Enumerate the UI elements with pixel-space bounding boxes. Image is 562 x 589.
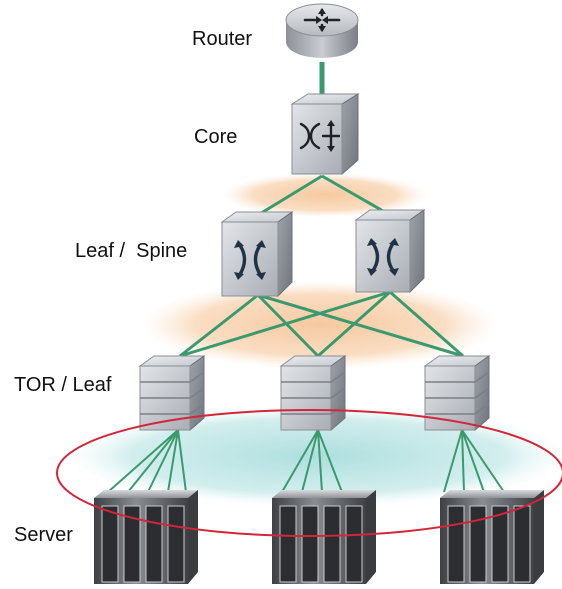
server-zone (70, 406, 562, 506)
spine-switch-icon (220, 211, 294, 298)
tor-switch-icon (423, 355, 491, 432)
server-label: Server (14, 524, 73, 546)
spine-leaf-zone (142, 281, 498, 369)
core-label: Core (194, 126, 238, 148)
router-icon (285, 3, 359, 58)
tor-server-links (107, 429, 505, 493)
core-spine-links (257, 174, 391, 217)
spine-tor-links (179, 290, 464, 358)
server-rack-icon (272, 490, 376, 584)
tor-switch-icon (138, 355, 206, 432)
router-label: Router (192, 28, 253, 50)
core-switch-icon (290, 93, 360, 176)
spine-switch-icon (354, 209, 426, 294)
tor-switch-icon (279, 355, 347, 432)
leaf-spine-label: Leaf / Spine (75, 240, 188, 262)
highlight-ring (56, 409, 562, 537)
tor-leaf-label: TOR / Leaf (14, 374, 112, 396)
server-rack-icon (94, 490, 198, 584)
